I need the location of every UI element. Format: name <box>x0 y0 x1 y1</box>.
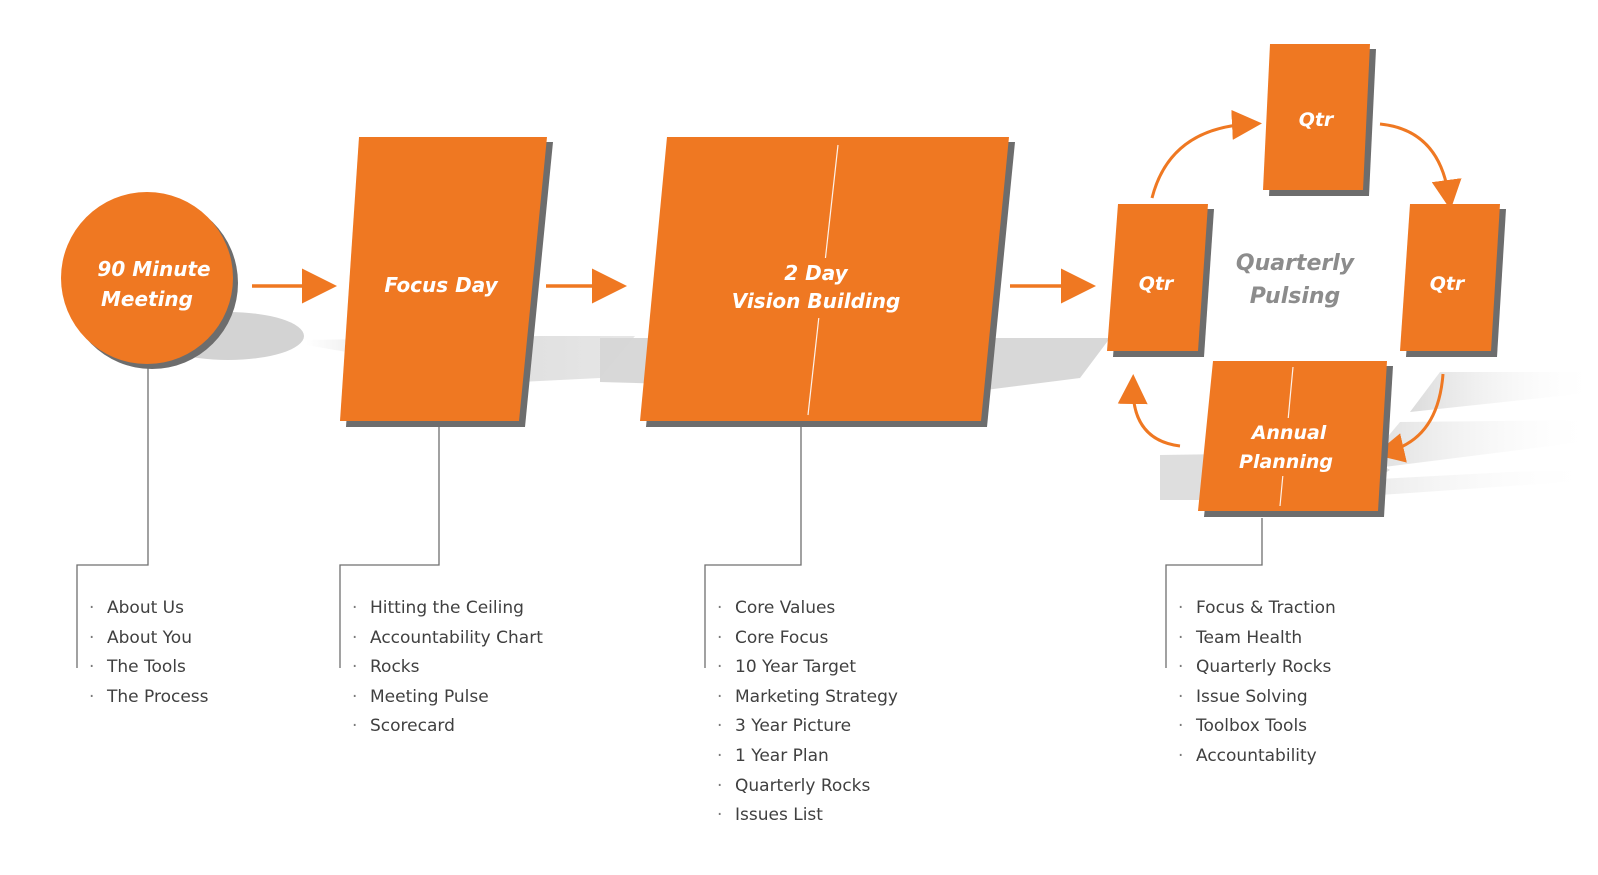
pulsing-title-line1: Quarterly <box>1236 251 1356 276</box>
focus-day-title: Focus Day <box>384 273 498 297</box>
list-item: Toolbox Tools <box>1166 712 1336 742</box>
qtr-right-label: Qtr <box>1430 273 1466 295</box>
cycle-arrow-left-to-top <box>1150 109 1262 199</box>
stage-quarterly-pulsing: Qtr Qtr Qtr Quarterly Pulsing Annual Pla… <box>1107 44 1506 517</box>
list-item: Core Focus <box>705 624 898 654</box>
qtr-top-label: Qtr <box>1299 109 1335 131</box>
list-item: Accountability Chart <box>340 624 543 654</box>
list-item: About You <box>77 624 209 654</box>
meeting-title-line2: Meeting <box>101 287 193 311</box>
list-item: Issues List <box>705 801 898 831</box>
cycle-arrow-top-to-right <box>1379 122 1462 210</box>
stage-meeting: 90 Minute Meeting <box>61 192 238 369</box>
annual-title-line2: Planning <box>1239 451 1333 473</box>
annual-title-line1: Annual <box>1250 422 1327 444</box>
list-item: Focus & Traction <box>1166 594 1336 624</box>
list-item: Issue Solving <box>1166 683 1336 713</box>
meeting-title-line1: 90 Minute <box>97 257 210 281</box>
list-item: Quarterly Rocks <box>1166 653 1336 683</box>
cycle-arrow-right-to-bottom <box>1374 373 1445 463</box>
stage-vision-building: 2 Day Vision Building <box>640 137 1015 427</box>
list-item: Hitting the Ceiling <box>340 594 543 624</box>
vision-building-topics-list: Core ValuesCore Focus10 Year TargetMarke… <box>705 594 898 831</box>
stage-focus-day: Focus Day <box>340 137 553 427</box>
list-item: Core Values <box>705 594 898 624</box>
vision-title-line2: Vision Building <box>732 289 901 313</box>
list-item: Quarterly Rocks <box>705 772 898 802</box>
list-item: Scorecard <box>340 712 543 742</box>
list-item: Rocks <box>340 653 543 683</box>
cycle-arrow-bottom-to-left <box>1117 374 1181 448</box>
list-item: 3 Year Picture <box>705 712 898 742</box>
pulsing-title-line2: Pulsing <box>1250 284 1341 309</box>
list-item: 10 Year Target <box>705 653 898 683</box>
list-item: The Tools <box>77 653 209 683</box>
meeting-topics-list: About UsAbout YouThe ToolsThe Process <box>77 594 209 712</box>
list-item: Team Health <box>1166 624 1336 654</box>
annual-planning-topics-list: Focus & TractionTeam HealthQuarterly Roc… <box>1166 594 1336 772</box>
list-item: Marketing Strategy <box>705 683 898 713</box>
list-item: The Process <box>77 683 209 713</box>
list-item: Accountability <box>1166 742 1336 772</box>
focus-day-topics-list: Hitting the CeilingAccountability ChartR… <box>340 594 543 742</box>
list-item: Meeting Pulse <box>340 683 543 713</box>
list-item: About Us <box>77 594 209 624</box>
list-item: 1 Year Plan <box>705 742 898 772</box>
vision-title-line1: 2 Day <box>784 261 848 285</box>
qtr-left-label: Qtr <box>1139 273 1175 295</box>
